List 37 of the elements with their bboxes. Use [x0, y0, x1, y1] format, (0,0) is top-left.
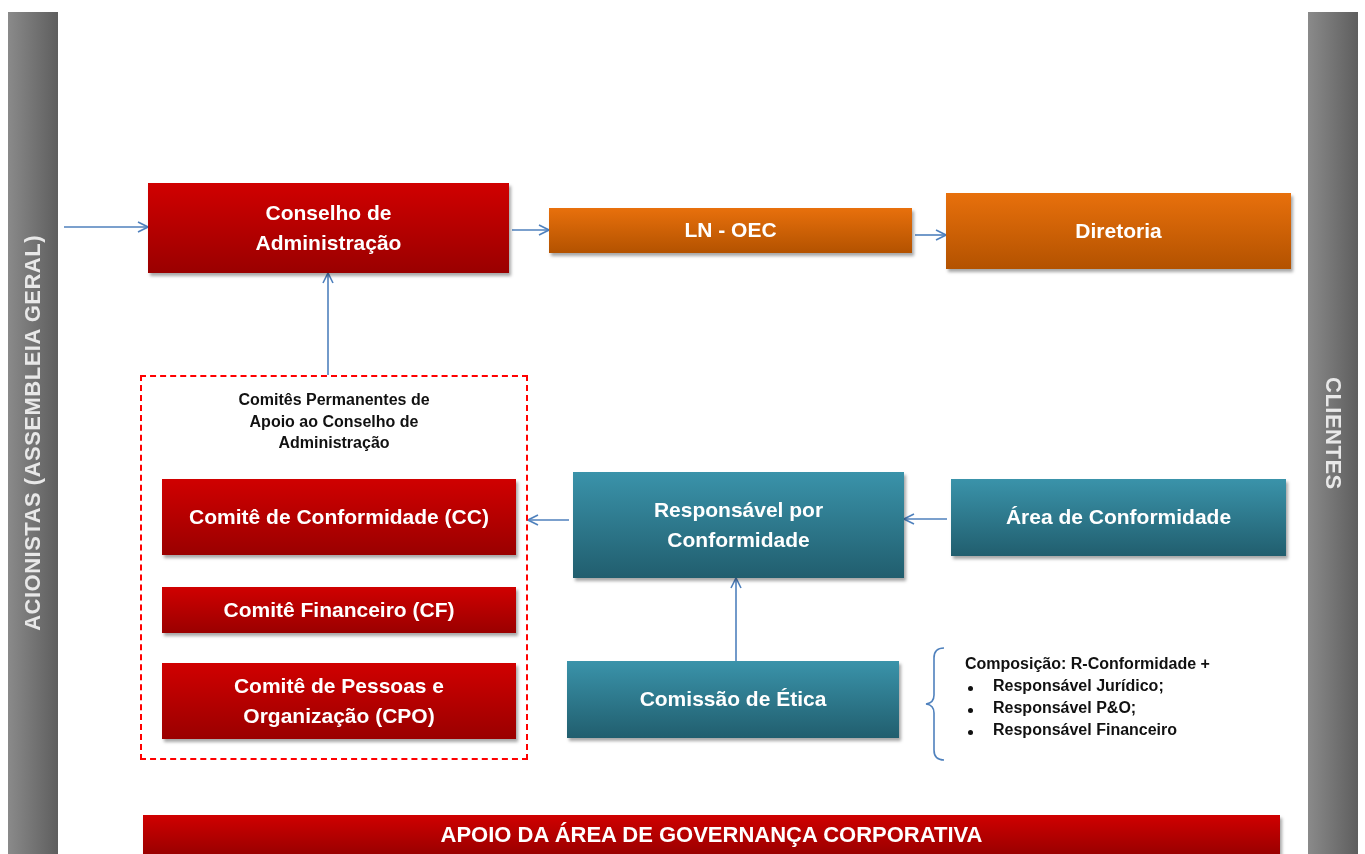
process-box [946, 193, 1291, 269]
arrow [730, 577, 742, 662]
box-label: Diretoria [1075, 217, 1162, 244]
process-box [148, 183, 509, 273]
side-bar [8, 12, 58, 854]
arrow [63, 221, 149, 233]
box-label: APOIO DA ÁREA DE GOVERNANÇA CORPORATIVA [440, 820, 983, 849]
box-label: LN - OEC [684, 217, 777, 244]
arrow [903, 513, 948, 525]
box-label: Comitê Financeiro (CF) [223, 596, 455, 623]
box-label: Área de Conformidade [1005, 504, 1232, 531]
group-title: Comitês Permanentes de Apoio ao Conselho de Administração [237, 390, 431, 454]
banner-bar [143, 815, 1280, 854]
arrow [322, 272, 334, 376]
process-box [567, 661, 899, 738]
box-label: CLIENTES [1319, 376, 1347, 490]
process-box [951, 479, 1286, 556]
dashed-group-box [140, 375, 528, 760]
bullet-item: Responsável Jurídico; [965, 677, 1164, 695]
process-box [162, 479, 516, 555]
box-label: ACIONISTAS (ASSEMBLEIA GERAL) [19, 235, 47, 631]
process-box [162, 587, 516, 633]
side-bar [1308, 12, 1358, 854]
arrow [914, 229, 947, 241]
note-text: Composição: R-Conformidade + [965, 655, 1210, 673]
arrow [527, 514, 570, 526]
process-box [549, 208, 912, 253]
box-label: Responsável por Conformidade [652, 496, 825, 553]
box-label: Comissão de Ética [639, 686, 827, 713]
box-label: Conselho de Administração [254, 199, 403, 256]
bullet-item: Responsável Financeiro [965, 721, 1178, 739]
process-box [573, 472, 904, 578]
box-label: Comitê de Conformidade (CC) [188, 503, 490, 530]
box-label: Comitê de Pessoas e Organização (CPO) [232, 672, 446, 729]
bullet-item: Responsável P&O; [965, 699, 1137, 717]
process-box [162, 663, 516, 739]
arrow [511, 224, 550, 236]
